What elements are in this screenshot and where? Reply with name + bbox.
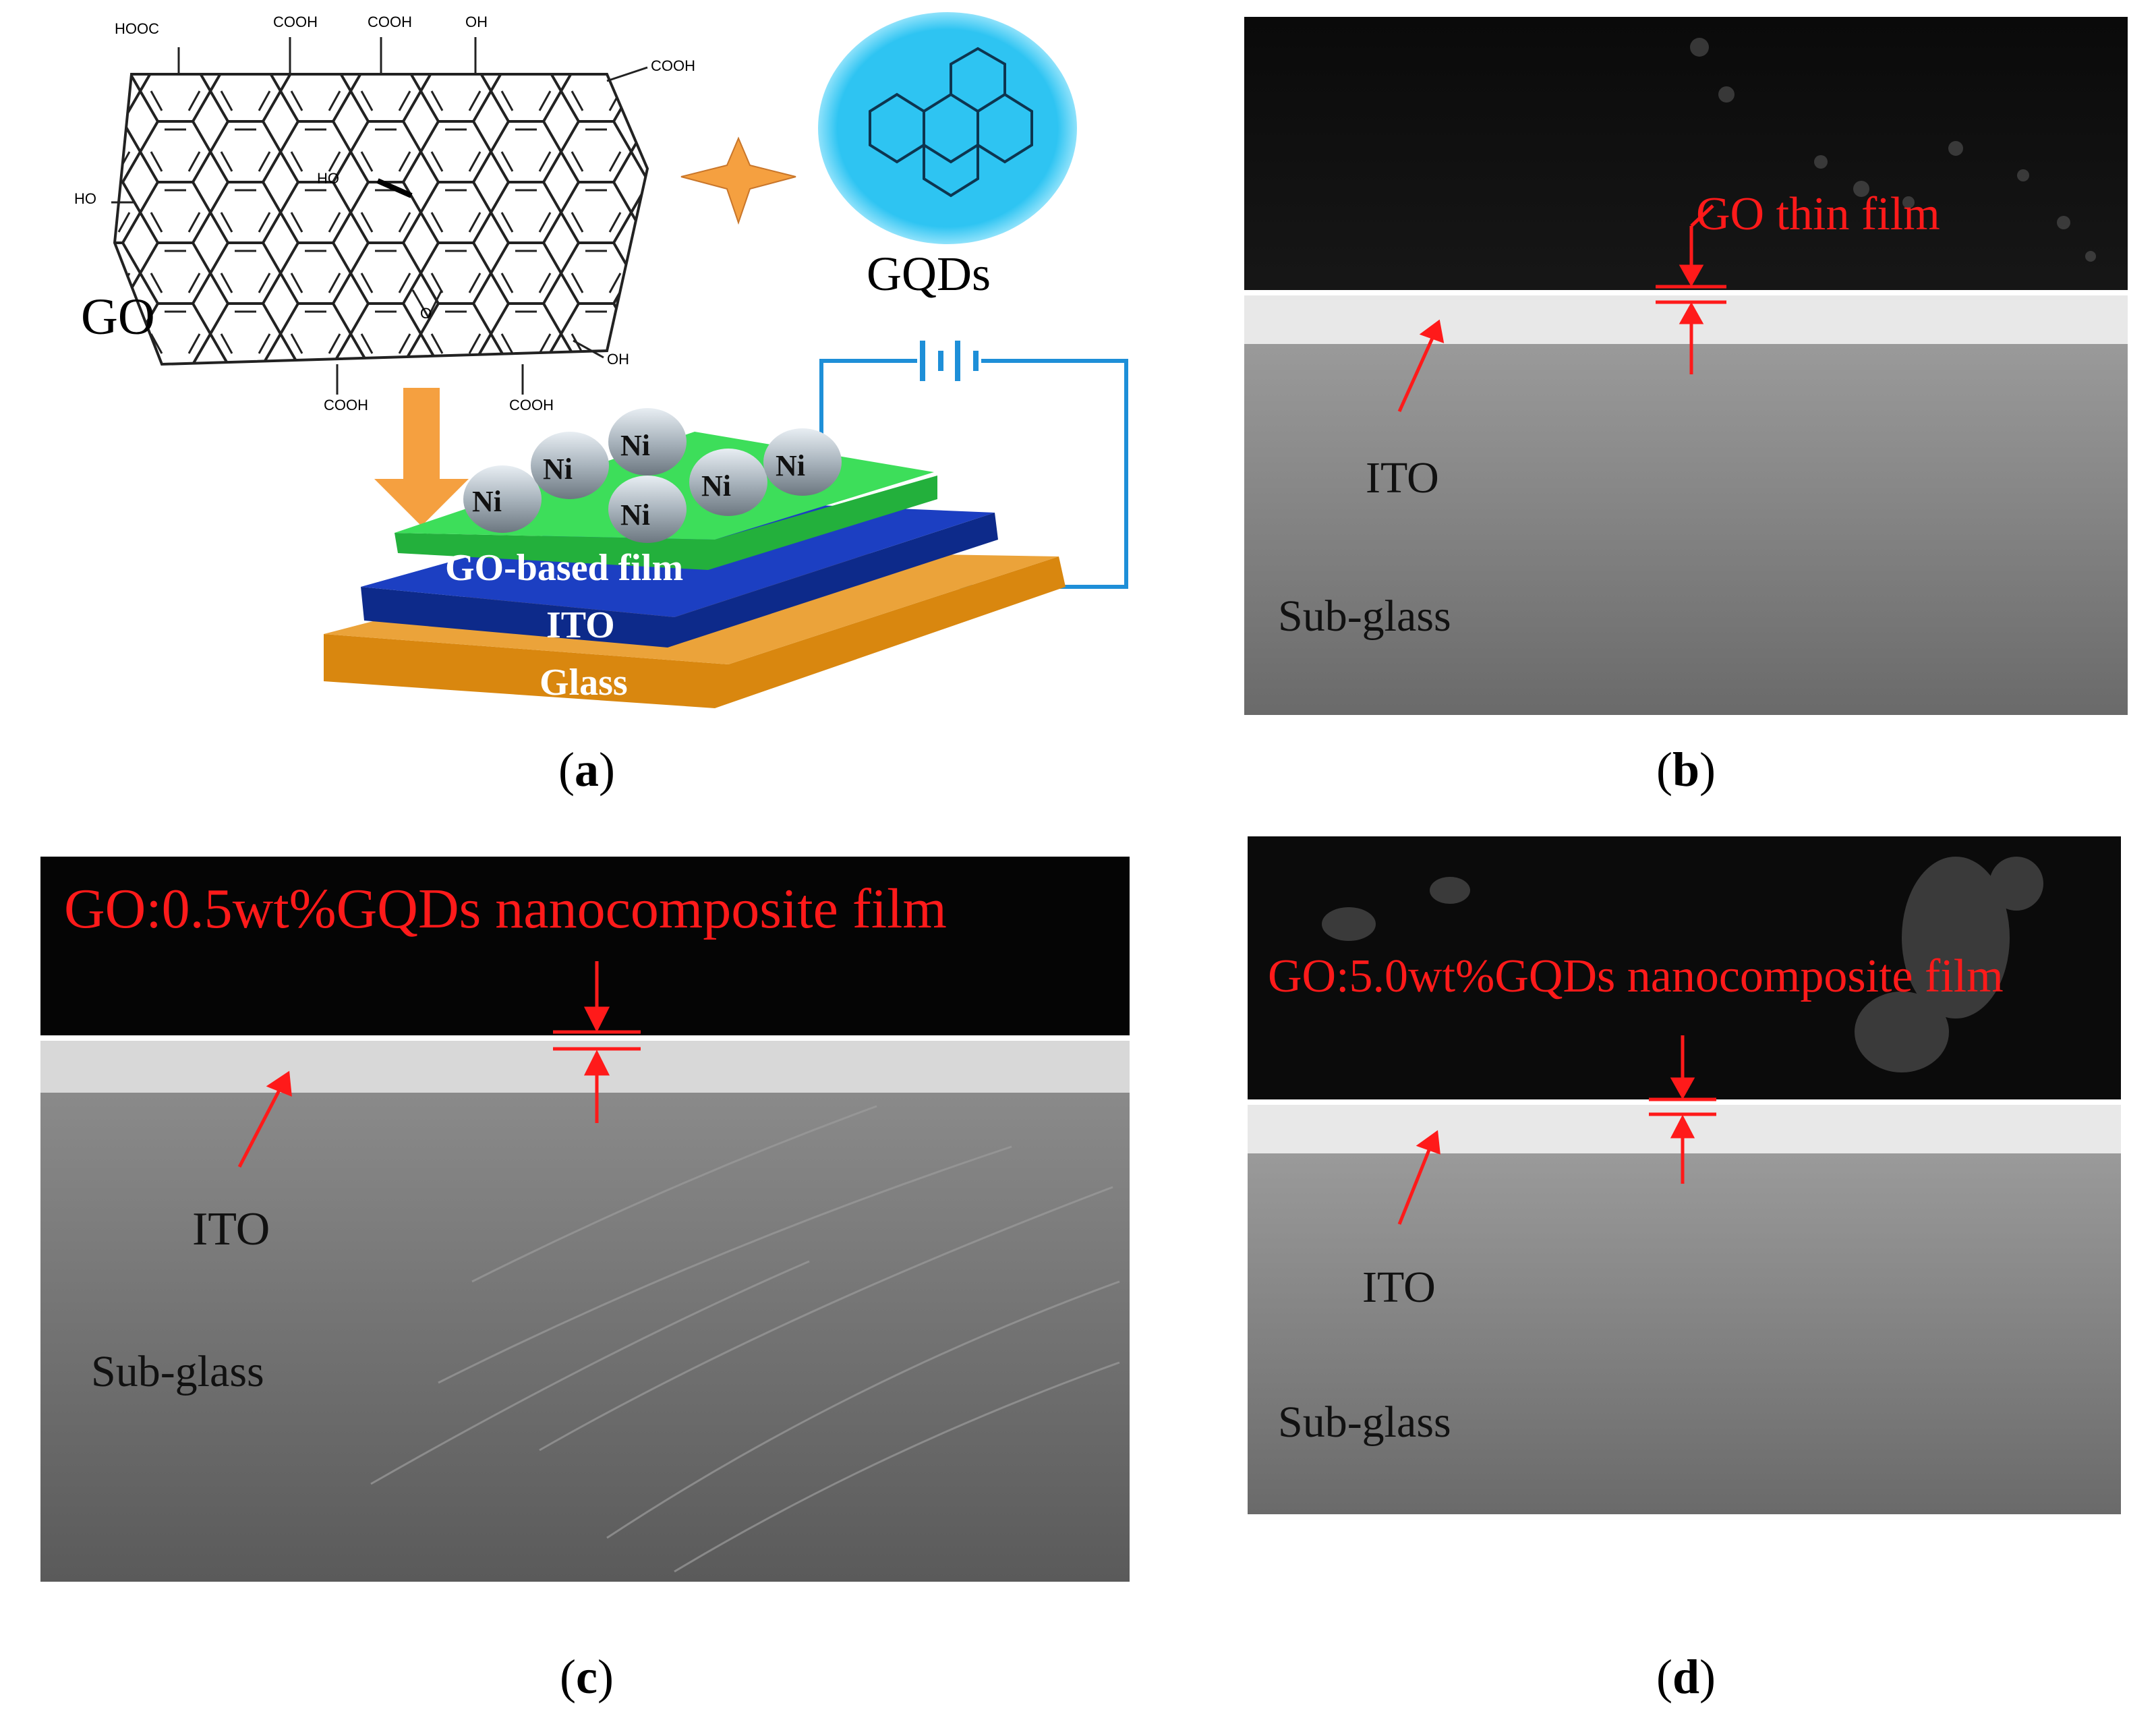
group-o: O xyxy=(420,305,432,322)
go-label: GO xyxy=(81,289,155,345)
panel-b-film-label: GO thin film xyxy=(1696,188,1940,240)
group-cooh-1: COOH xyxy=(273,13,318,30)
layer-glass-label: Glass xyxy=(540,662,628,704)
gqds-label: GQDs xyxy=(867,247,991,301)
group-ho-1: HO xyxy=(74,190,96,207)
down-arrow-icon xyxy=(374,388,469,526)
circuit-wire xyxy=(819,359,1128,589)
panel-c-film-label: GO:0.5wt%GQDs nanocomposite film xyxy=(64,878,947,940)
layer-ito-label: ITO xyxy=(546,604,615,646)
group-oh-2: OH xyxy=(607,351,629,368)
group-cooh-5: COOH xyxy=(509,397,554,413)
battery-icon xyxy=(920,341,979,381)
panel-b-ito-label: ITO xyxy=(1366,453,1439,503)
group-cooh-2: COOH xyxy=(368,13,412,30)
panel-d-substrate-label: Sub-glass xyxy=(1278,1398,1451,1447)
group-ho-2: HO xyxy=(317,170,339,187)
ni-label-5: Ni xyxy=(701,469,731,503)
caption-b: (b) xyxy=(1656,743,1716,797)
ni-label-3: Ni xyxy=(620,429,650,462)
caption-d: (d) xyxy=(1656,1650,1716,1704)
ni-label-2: Ni xyxy=(543,453,573,486)
ni-label-1: Ni xyxy=(472,485,502,518)
plus-star-icon xyxy=(680,136,796,225)
group-cooh-3: COOH xyxy=(651,57,695,74)
panel-d-film-label: GO:5.0wt%GQDs nanocomposite film xyxy=(1268,950,2004,1002)
group-cooh-4: COOH xyxy=(324,397,368,413)
ni-label-6: Ni xyxy=(776,449,805,482)
go-film-layer xyxy=(395,432,937,570)
panel-b-substrate-label: Sub-glass xyxy=(1278,592,1451,641)
glass-layer xyxy=(324,550,1066,708)
gqd-icon xyxy=(818,12,1077,244)
panel-d-ito-label: ITO xyxy=(1362,1263,1436,1312)
caption-a: (a) xyxy=(558,743,615,797)
go-lattice xyxy=(111,37,649,395)
caption-c: (c) xyxy=(560,1650,614,1704)
layer-film-label: GO-based film xyxy=(445,547,683,589)
group-oh-1: OH xyxy=(465,13,488,30)
panel-c-substrate-label: Sub-glass xyxy=(91,1347,264,1396)
ni-electrodes xyxy=(463,408,842,543)
group-hooc: HOOC xyxy=(115,20,159,37)
ito-layer xyxy=(361,499,998,648)
panel-c-ito-label: ITO xyxy=(192,1203,270,1255)
ni-label-4: Ni xyxy=(620,498,650,532)
